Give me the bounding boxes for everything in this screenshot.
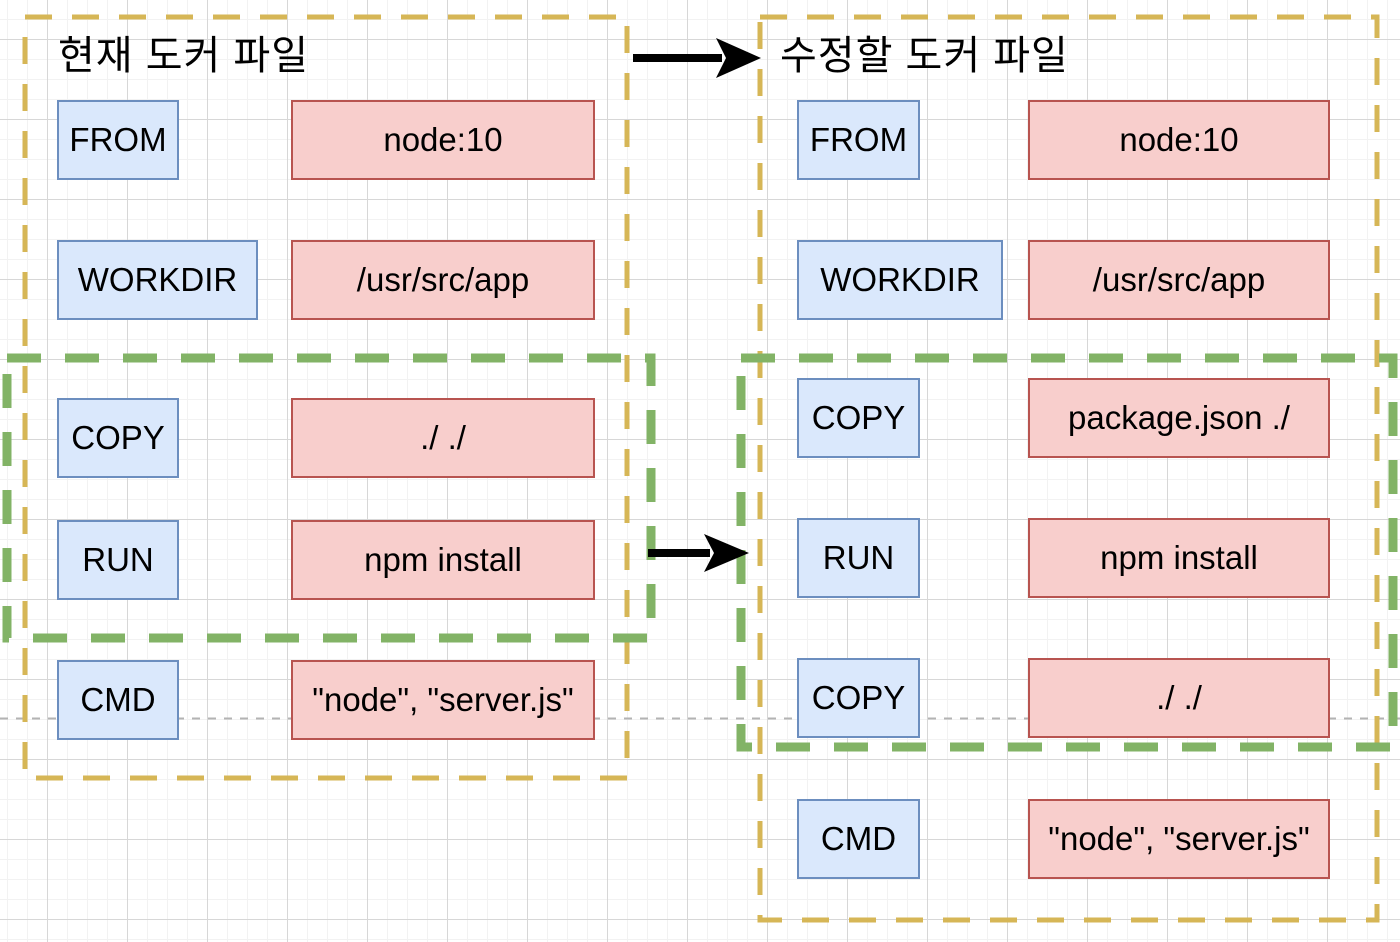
instruction-box[interactable]: RUN	[797, 518, 920, 598]
row-run: RUN npm install	[0, 518, 1400, 598]
instruction-box[interactable]: WORKDIR	[797, 240, 1003, 320]
argument-box[interactable]: package.json ./	[1028, 378, 1330, 458]
instruction-box[interactable]: FROM	[797, 100, 920, 180]
title-transform-arrow-icon[interactable]	[633, 38, 761, 78]
row-cmd: CMD "node", "server.js"	[0, 799, 1400, 879]
row-copy-all: COPY ./ ./	[0, 658, 1400, 738]
row-workdir: WORKDIR /usr/src/app	[0, 240, 1400, 320]
argument-box[interactable]: npm install	[1028, 518, 1330, 598]
instruction-box[interactable]: COPY	[797, 658, 920, 738]
argument-box[interactable]: "node", "server.js"	[1028, 799, 1330, 879]
argument-box[interactable]: ./ ./	[1028, 658, 1330, 738]
row-copy-package: COPY package.json ./	[0, 378, 1400, 458]
current-dockerfile-title[interactable]: 현재 도커 파일	[58, 34, 310, 78]
argument-box[interactable]: /usr/src/app	[1028, 240, 1330, 320]
row-from: FROM node:10	[0, 100, 1400, 180]
modified-dockerfile-title[interactable]: 수정할 도커 파일	[780, 34, 1069, 78]
instruction-box[interactable]: CMD	[797, 799, 920, 879]
instruction-box[interactable]: COPY	[797, 378, 920, 458]
argument-box[interactable]: node:10	[1028, 100, 1330, 180]
